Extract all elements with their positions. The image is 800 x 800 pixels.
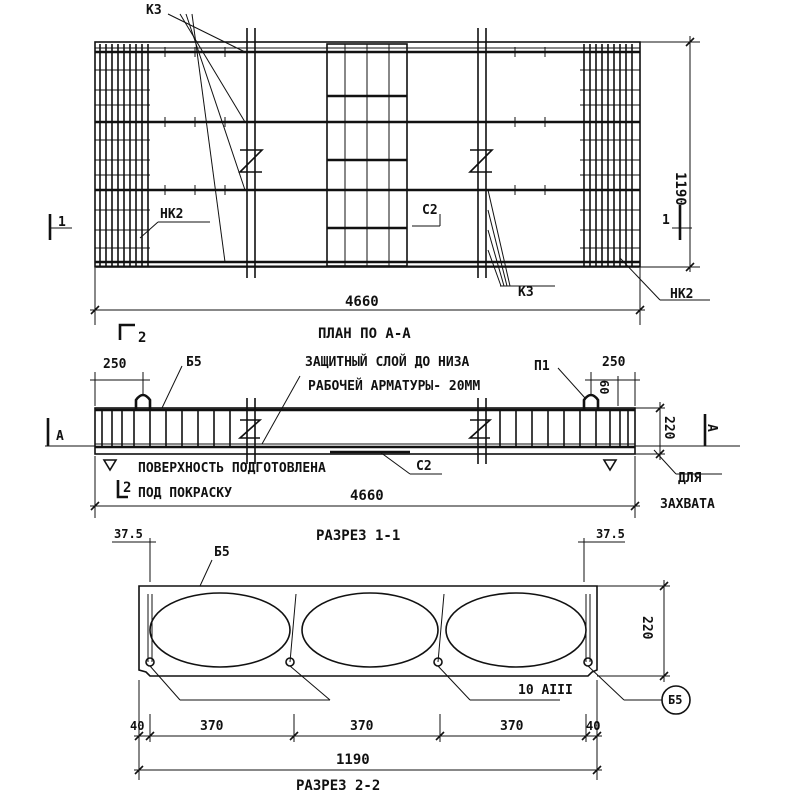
mark-nk2-left: НК2 xyxy=(160,207,183,222)
plan-length-dimension xyxy=(90,268,645,325)
dim-plan-width: 1190 xyxy=(672,172,688,206)
note-surface-line2: ПОД ПОКРАСКУ xyxy=(138,486,232,501)
plan-outline xyxy=(94,41,641,268)
section-height-dimension xyxy=(597,580,670,682)
plan-leaders xyxy=(139,13,710,301)
elev-cage-right xyxy=(499,410,629,447)
dim-sec-370-a: 370 xyxy=(200,719,224,734)
elev-cage-left xyxy=(101,410,231,447)
plan-end-mesh-left xyxy=(95,44,150,266)
plan-cut-2-mark xyxy=(118,323,135,340)
dim-sec-edge-right: 37.5 xyxy=(596,527,625,541)
elev-outline xyxy=(94,407,636,455)
mark-k3-bottom: К3 xyxy=(518,285,534,300)
dim-sec-40-right: 40 xyxy=(586,719,600,733)
cut2-bottom-label: 2 xyxy=(123,480,131,496)
plan-end-mesh-right xyxy=(580,44,640,266)
elev-length-dimension xyxy=(90,456,640,518)
elev-top-dimensions xyxy=(90,372,640,406)
cutA-right-label: А xyxy=(704,424,719,432)
plan-labels: К3 НК2 С2 К3 НК2 4660 1190 1 1 2 ПЛАН ПО… xyxy=(58,3,693,346)
cut1-right-label: 1 xyxy=(662,213,670,228)
section-2-labels: 37.5 37.5 Б5 220 10 АIII Б5 40 370 370 3… xyxy=(114,527,682,794)
mark-nk2-right: НК2 xyxy=(670,287,693,302)
plan-width-dimension xyxy=(640,36,700,272)
section-leaders xyxy=(149,559,662,701)
mark-p1: П1 xyxy=(534,359,550,374)
mark-b5-circle-label: Б5 xyxy=(668,693,682,707)
dim-elev-60: 60 xyxy=(597,380,611,394)
mark-c2-plan: С2 xyxy=(422,203,438,218)
section-rebar xyxy=(145,593,593,667)
section-edge-dimensions xyxy=(112,538,625,582)
elev-leaders xyxy=(161,365,722,475)
mark-c2-elev: С2 xyxy=(416,459,432,474)
dim-sec-370-b: 370 xyxy=(350,719,374,734)
section-1-title: РАЗРЕЗ 1-1 xyxy=(316,528,400,544)
dim-sec-40-left: 40 xyxy=(130,719,144,733)
dim-elev-left-250: 250 xyxy=(103,357,127,372)
cut2-top-label: 2 xyxy=(138,330,146,346)
dim-sec-edge-left: 37.5 xyxy=(114,527,143,541)
plan-view xyxy=(48,13,710,340)
cut1-left-label: 1 xyxy=(58,215,66,230)
section-1-1 xyxy=(45,365,740,518)
elev-height-dimension xyxy=(635,402,665,460)
plan-cut-1-marks xyxy=(48,205,692,240)
note-grip-line1: ДЛЯ xyxy=(678,471,702,486)
section-bottom-dimensions xyxy=(134,680,602,780)
note-cover-line2: РАБОЧЕЙ АРМАТУРЫ- 20ММ xyxy=(308,378,480,394)
support-right xyxy=(602,459,618,472)
note-grip-line2: ЗАХВАТА xyxy=(660,497,715,512)
rebar-10aiii: 10 АIII xyxy=(518,683,573,698)
hollow-core-3 xyxy=(445,592,587,668)
elev-cut-2-mark xyxy=(116,480,128,499)
plan-central-mesh-c2 xyxy=(326,43,408,267)
dim-sec-370-c: 370 xyxy=(500,719,524,734)
dim-elev-height: 220 xyxy=(661,416,676,440)
cutA-left-label: А xyxy=(56,429,64,444)
plan-title: ПЛАН ПО А-А xyxy=(318,326,411,342)
dim-elev-right-250: 250 xyxy=(602,355,626,370)
note-surface-line1: ПОВЕРХНОСТЬ ПОДГОТОВЛЕНА xyxy=(138,461,326,476)
hollow-core-2 xyxy=(301,592,439,668)
dim-elev-length: 4660 xyxy=(350,488,384,504)
support-left xyxy=(102,459,118,472)
mark-b5-section: Б5 xyxy=(214,545,230,560)
note-cover-line1: ЗАЩИТНЫЙ СЛОЙ ДО НИЗА xyxy=(305,354,470,370)
mark-b5-circle xyxy=(661,685,691,715)
section-2-2 xyxy=(112,538,691,780)
section-1-labels: ЗАЩИТНЫЙ СЛОЙ ДО НИЗА РАБОЧЕЙ АРМАТУРЫ- … xyxy=(56,354,719,544)
elev-break-lines xyxy=(237,398,493,464)
dim-sec-height: 220 xyxy=(639,616,654,640)
mark-k3-top: К3 xyxy=(146,3,162,18)
dim-sec-total: 1190 xyxy=(336,752,370,768)
mark-b5-elev: Б5 xyxy=(186,355,202,370)
dim-plan-length: 4660 xyxy=(345,294,379,310)
slab-section-outline xyxy=(138,585,598,677)
plan-break-lines xyxy=(238,28,494,278)
plan-k3-ticks xyxy=(164,47,546,195)
section-2-title: РАЗРЕЗ 2-2 xyxy=(296,778,380,794)
hollow-core-1 xyxy=(149,592,291,668)
